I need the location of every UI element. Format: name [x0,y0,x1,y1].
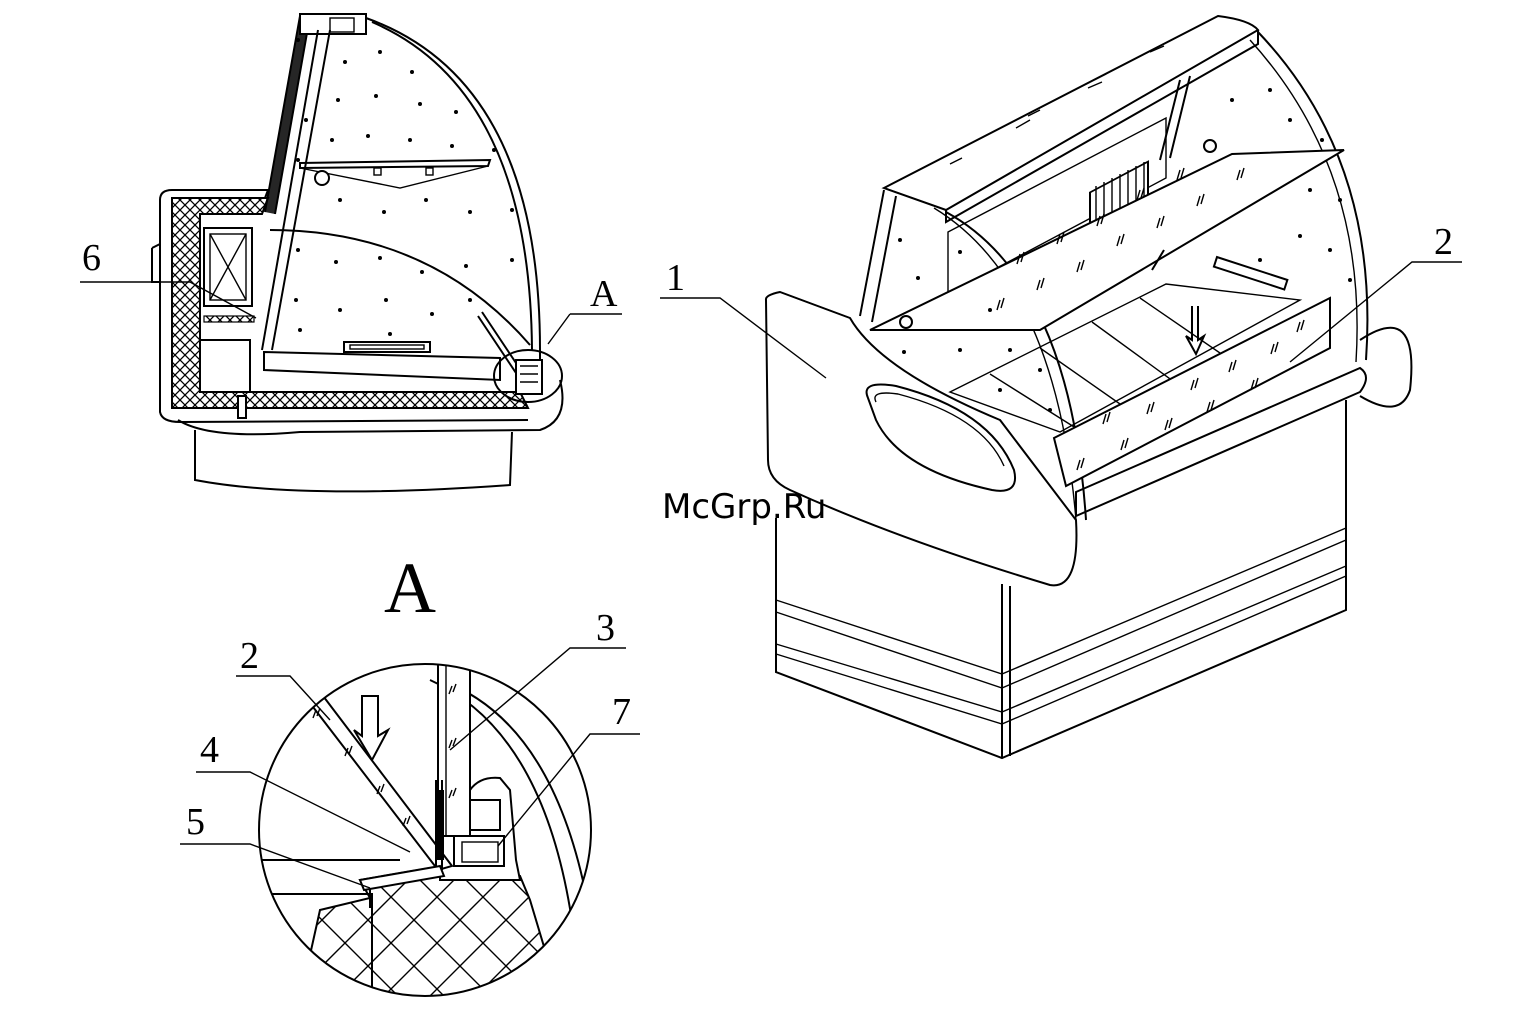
callout-3: 3 [596,607,615,649]
top-frame [300,14,366,34]
perspective-view [660,16,1462,758]
drain-pipe [238,396,246,418]
detail-title: A [384,548,436,628]
leader-A [548,314,622,344]
watermark: McGrp.Ru [662,487,826,527]
callout-4: 4 [200,729,219,771]
drip-tray [204,316,254,322]
left-post [860,190,896,322]
callout-A-ref: A [590,273,618,315]
section-base-stand [195,430,512,491]
interior-divider [200,340,250,392]
callout-6: 6 [82,237,101,279]
detail-view-A [180,648,640,1000]
arrow-down-perspective [1186,306,1204,354]
lower-glass-curve [270,230,530,345]
side-section-view [80,14,622,491]
callout-1: 1 [666,257,685,299]
curved-front-glass [366,18,540,372]
display-shelf [264,352,500,380]
callout-2-detail: 2 [240,635,259,677]
left-handle [152,244,160,282]
leader-2-detail [236,676,330,720]
leader-5 [180,844,370,888]
callout-5: 5 [186,801,205,843]
callout-7: 7 [612,691,631,733]
callout-2-main: 2 [1434,221,1453,263]
upper-shelf [300,160,490,168]
